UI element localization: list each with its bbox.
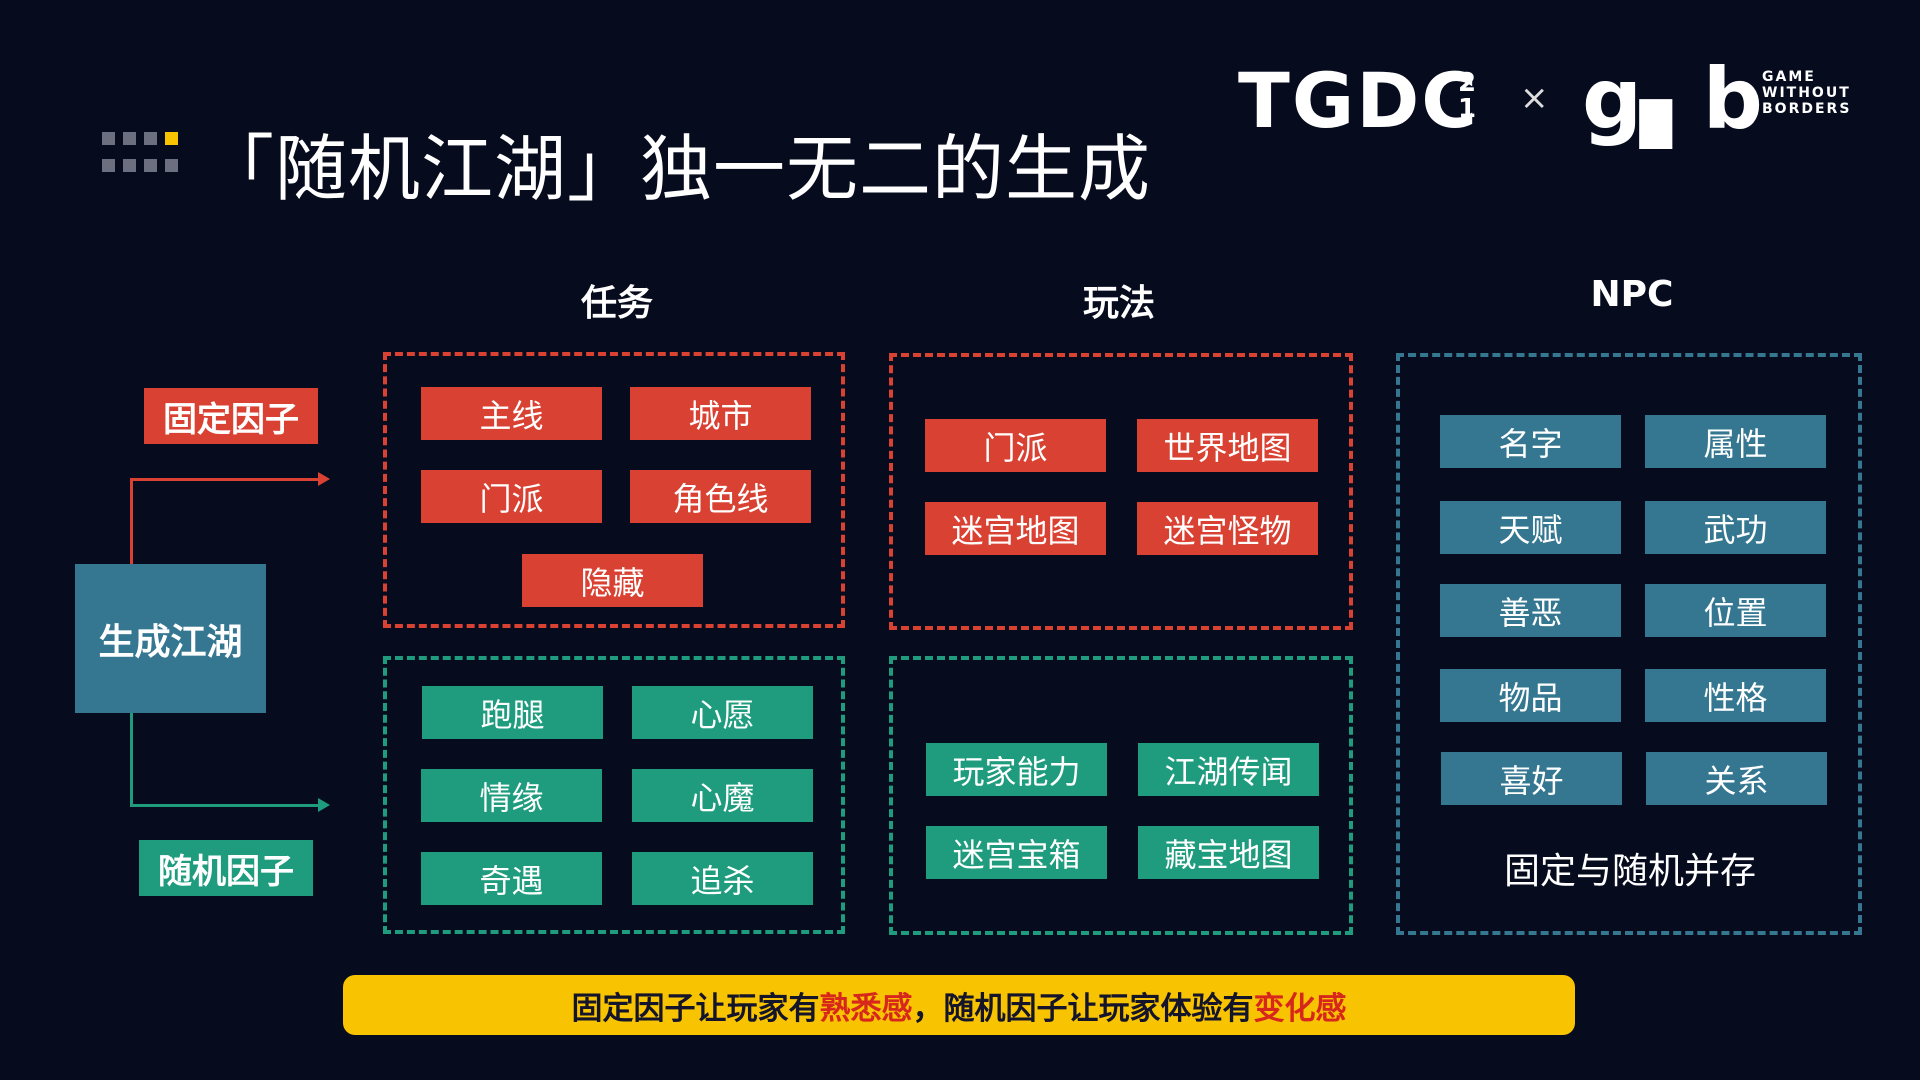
npc-tag: 位置 [1645,584,1826,637]
gwb-logo: g▖b [1582,50,1763,148]
play-random-tag: 藏宝地图 [1138,826,1319,879]
task-random-tag: 心愿 [632,686,813,739]
npc-frame [1396,353,1862,935]
npc-tag: 属性 [1645,415,1826,468]
play-fixed-tag: 门派 [925,419,1106,472]
task-fixed-tag: 门派 [421,470,602,523]
summary-banner: 固定因子让玩家有熟悉感，随机因子让玩家体验有变化感 [343,975,1575,1035]
banner-highlight-change: 变化感 [1253,990,1347,1027]
npc-tag: 善恶 [1440,584,1621,637]
tgdc-logo: TGDC [1238,56,1480,145]
page-title: 「随机江湖」独一无二的生成 [202,127,1152,211]
npc-note: 固定与随机并存 [1503,851,1756,892]
task-random-tag: 跑腿 [422,686,603,739]
arrow-right-icon [318,798,330,812]
arrow-right-icon [318,472,330,486]
task-fixed-frame [383,352,845,628]
times-icon: × [1520,78,1549,118]
banner-highlight-familiar: 熟悉感 [819,990,913,1027]
play-fixed-tag: 世界地图 [1137,419,1318,472]
play-random-frame [889,656,1353,935]
banner-text-2: ，随机因子让玩家体验有 [912,990,1254,1027]
connector-up-line [130,478,133,564]
task-random-tag: 情缘 [421,769,602,822]
npc-tag: 物品 [1440,669,1621,722]
task-random-tag: 心魔 [632,769,813,822]
task-fixed-tag: 角色线 [630,470,811,523]
play-fixed-tag: 迷宫怪物 [1137,502,1318,555]
connector-fixed-line [130,478,324,481]
npc-tag: 关系 [1646,752,1827,805]
column-header-play: 玩法 [1082,283,1155,324]
column-header-task: 任务 [580,283,653,324]
title-decoration-icon [102,132,182,176]
generate-jianghu-box: 生成江湖 [75,564,266,713]
banner-text-1: 固定因子让玩家有 [571,990,820,1027]
task-fixed-tag: 隐藏 [522,554,703,607]
task-random-tag: 追杀 [632,852,813,905]
task-fixed-tag: 主线 [421,387,602,440]
npc-tag: 武功 [1645,501,1826,554]
task-random-frame [383,656,845,934]
play-fixed-frame [889,353,1353,630]
fixed-factor-label: 固定因子 [144,388,318,444]
play-random-tag: 迷宫宝箱 [926,826,1107,879]
play-fixed-tag: 迷宫地图 [925,502,1106,555]
task-fixed-tag: 城市 [630,387,811,440]
npc-tag: 喜好 [1441,752,1622,805]
column-header-npc: NPC [1590,274,1674,315]
play-random-tag: 江湖传闻 [1138,743,1319,796]
gwb-logo-text: GAME WITHOUT BORDERS [1762,69,1852,117]
connector-random-line [130,804,324,807]
npc-tag: 名字 [1440,415,1621,468]
play-random-tag: 玩家能力 [926,743,1107,796]
tgdc-logo-year: 2 1 [1457,68,1477,124]
npc-tag: 性格 [1645,669,1826,722]
random-factor-label: 随机因子 [139,840,313,896]
npc-tag: 天赋 [1440,501,1621,554]
task-random-tag: 奇遇 [421,852,602,905]
connector-down-line [130,713,133,806]
